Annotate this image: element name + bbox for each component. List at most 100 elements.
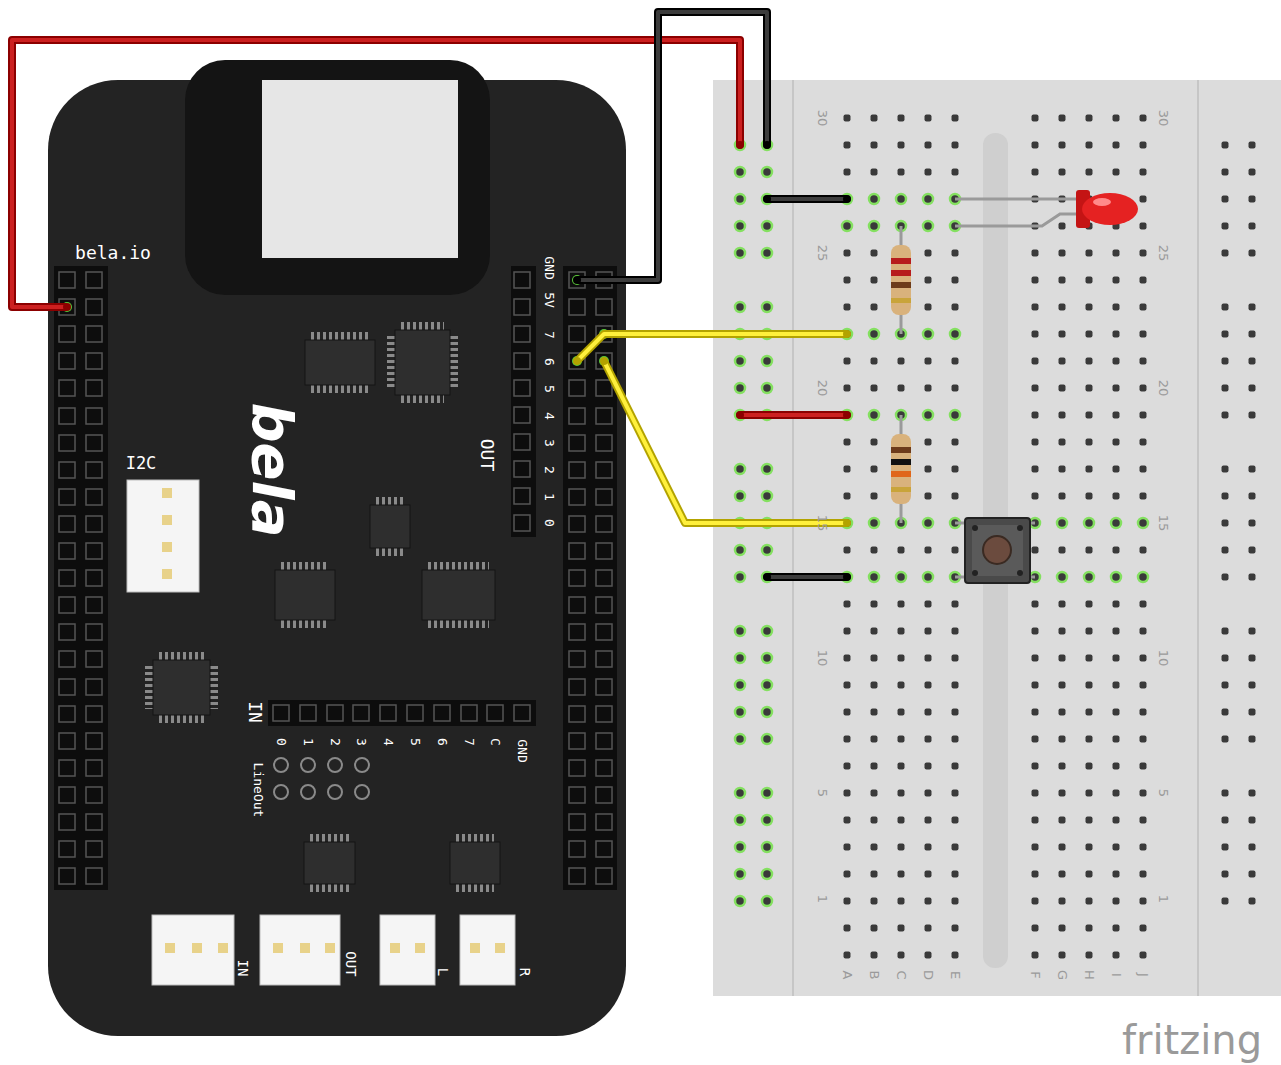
breadboard-hole (1113, 817, 1120, 824)
breadboard-hole (1113, 439, 1120, 446)
header-pin (59, 435, 75, 451)
connected-hole (869, 329, 879, 339)
connected-hole (896, 572, 906, 582)
chip-pins (159, 652, 204, 660)
breadboard-hole (1113, 385, 1120, 392)
connected-hole (842, 221, 852, 231)
header-pin (569, 326, 585, 342)
header-pin (86, 760, 102, 776)
connected-hole (762, 815, 772, 825)
breadboard-hole (871, 304, 878, 311)
breadboard-hole (1140, 142, 1147, 149)
wire-core (767, 197, 847, 201)
header-pin (86, 380, 102, 396)
breadboard-hole (844, 628, 851, 635)
pin-label: 1 (543, 493, 556, 501)
breadboard-hole (871, 142, 878, 149)
breadboard-hole (1222, 709, 1229, 716)
breadboard-hole (844, 385, 851, 392)
breadboard-hole (1222, 574, 1229, 581)
breadboard-hole (1222, 142, 1229, 149)
chip-body (153, 660, 210, 715)
header-pin (86, 868, 102, 884)
breadboard-hole (1113, 466, 1120, 473)
header-pin (86, 814, 102, 830)
bela-board (563, 266, 617, 890)
breadboard-hole (925, 709, 932, 716)
header-pin (86, 299, 102, 315)
header-pin (59, 706, 75, 722)
breadboard-hole (898, 385, 905, 392)
breadboard-hole (1059, 331, 1066, 338)
breadboard-hole (1140, 790, 1147, 797)
connected-hole (1084, 518, 1094, 528)
connected-hole (735, 248, 745, 258)
connected-hole (762, 788, 772, 798)
connected-hole (735, 221, 745, 231)
chip-pins (456, 884, 494, 892)
chip-body (395, 330, 450, 395)
header-pin (59, 868, 75, 884)
connected-hole (735, 707, 745, 717)
breadboard-hole (1059, 925, 1066, 932)
breadboard-holes (735, 115, 1256, 959)
breadboard-hole (1140, 466, 1147, 473)
breadboard-hole (1086, 304, 1093, 311)
breadboard-hole (952, 898, 959, 905)
breadboard-hole (1059, 763, 1066, 770)
breadboard-hole (1059, 250, 1066, 257)
breadboard-hole (952, 682, 959, 689)
connected-hole (762, 248, 772, 258)
breadboard-hole (1086, 412, 1093, 419)
breadboard-hole (1113, 250, 1120, 257)
lineout-pad (355, 785, 369, 799)
breadboard-hole (1222, 682, 1229, 689)
connector-pad (162, 515, 172, 525)
lineout-pad (301, 785, 315, 799)
header-pin (596, 651, 612, 667)
wire-end (600, 357, 608, 365)
bela-board (511, 266, 536, 537)
wire-outline (577, 12, 767, 280)
breadboard-hole (925, 682, 932, 689)
resistor-symbol (891, 258, 911, 264)
header-pin (86, 733, 102, 749)
breadboard-hole (844, 844, 851, 851)
breadboard-hole (844, 304, 851, 311)
row-number: 1 (1157, 895, 1170, 903)
wire-outline (12, 40, 740, 307)
breadboard (713, 80, 1281, 996)
breadboard-hole (952, 601, 959, 608)
breadboard-hole (844, 493, 851, 500)
wire-end (843, 573, 851, 581)
header-pin (596, 679, 612, 695)
breadboard-hole (1032, 952, 1039, 959)
connector-pad (300, 943, 310, 953)
resistor-symbol (891, 270, 911, 276)
row-number: 20 (816, 380, 829, 397)
breadboard-hole (925, 250, 932, 257)
chip-body (450, 842, 500, 884)
chip-body (275, 570, 335, 620)
header-pin (569, 597, 585, 613)
header-pin (569, 868, 585, 884)
breadboard-hole (925, 169, 932, 176)
breadboard-hole (1086, 898, 1093, 905)
header-pin (461, 705, 477, 721)
pin-label: 4 (382, 738, 395, 746)
chip-pins (311, 385, 369, 393)
wire-end (736, 141, 744, 149)
breadboard-hole (871, 250, 878, 257)
breadboard-hole (1249, 304, 1256, 311)
wire-outline (604, 361, 847, 523)
pin-label: GND (543, 256, 556, 279)
breadboard-hole (898, 628, 905, 635)
pin-label: C (489, 738, 502, 746)
push-button (983, 536, 1011, 564)
header-pin (59, 679, 75, 695)
breadboard-hole (1086, 277, 1093, 284)
header-pin (59, 814, 75, 830)
lineout-pad (301, 758, 315, 772)
jumper-wire (763, 573, 851, 581)
